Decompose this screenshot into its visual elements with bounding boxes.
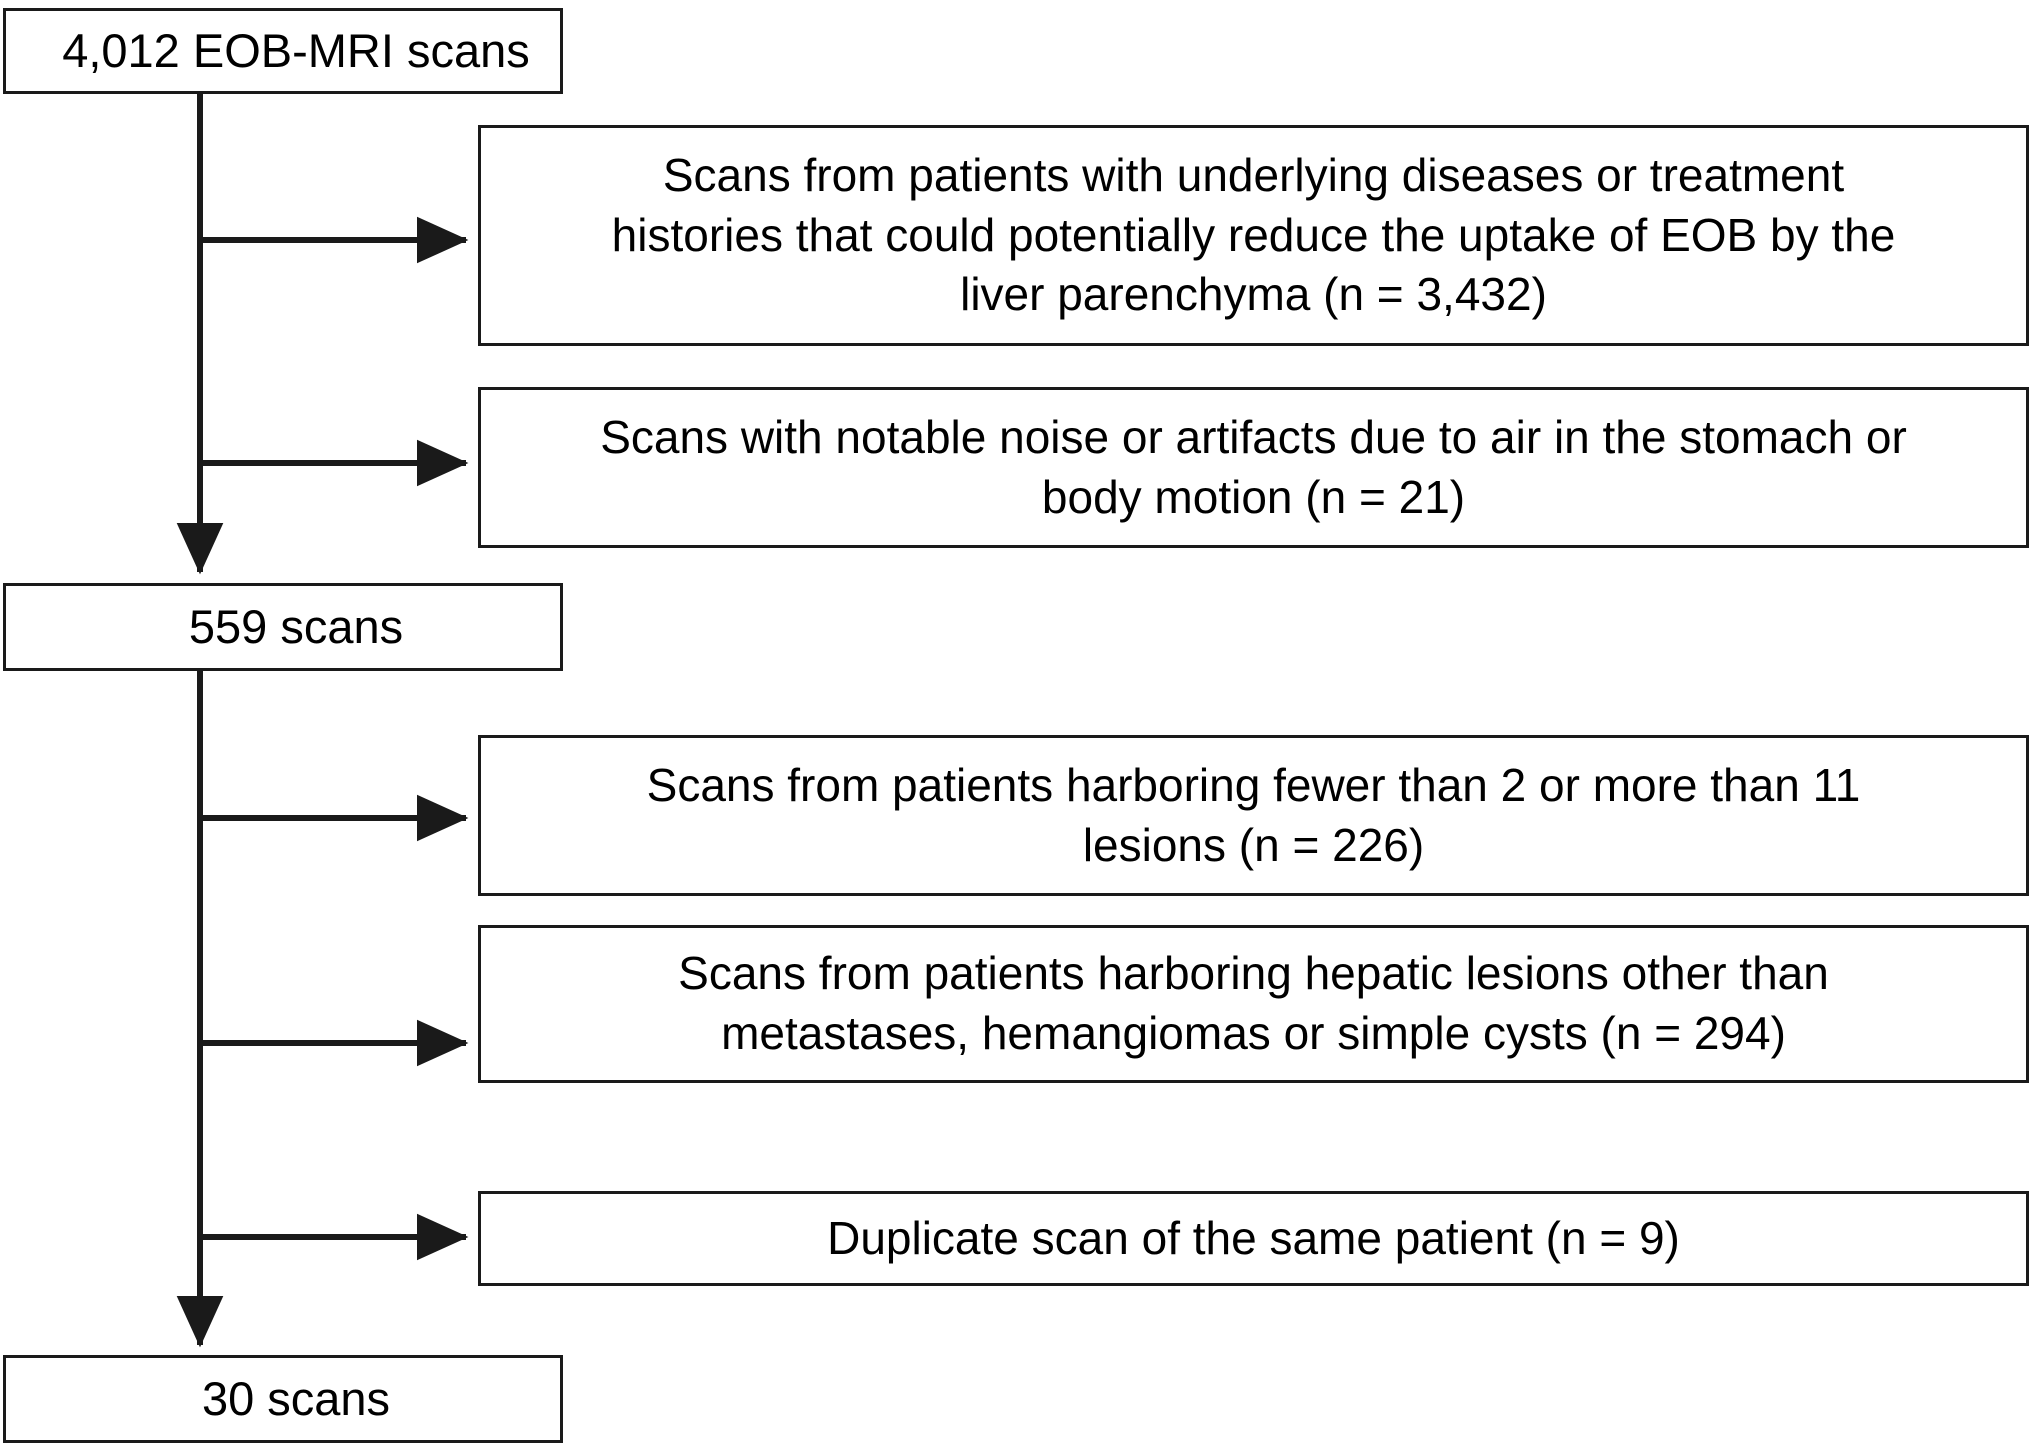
- node-exclusion-other-lesions-label: Scans from patients harboring hepatic le…: [678, 947, 1829, 1059]
- node-remaining-scans-label: 559 scans: [188, 600, 404, 654]
- node-total-scans-label: 4,012 EOB-MRI scans: [62, 24, 530, 78]
- node-final-scans: 30 scans: [3, 1355, 563, 1443]
- node-final-scans-label: 30 scans: [201, 1372, 391, 1426]
- node-exclusion-noise-artifacts-label: Scans with notable noise or artifacts du…: [600, 410, 1907, 523]
- node-exclusion-other-lesions: Scans from patients harboring hepatic le…: [478, 925, 2029, 1083]
- node-remaining-scans: 559 scans: [3, 583, 563, 671]
- node-exclusion-underlying-disease: Scans from patients with underlying dise…: [478, 125, 2029, 346]
- node-exclusion-lesion-count-label: Scans from patients harboring fewer than…: [646, 758, 1861, 871]
- node-exclusion-duplicate-scan: Duplicate scan of the same patient (n = …: [478, 1191, 2029, 1286]
- node-total-scans: 4,012 EOB-MRI scans: [3, 8, 563, 94]
- node-exclusion-duplicate-scan-label: Duplicate scan of the same patient (n = …: [827, 1211, 1680, 1264]
- node-exclusion-lesion-count: Scans from patients harboring fewer than…: [478, 735, 2029, 896]
- node-exclusion-noise-artifacts: Scans with notable noise or artifacts du…: [478, 387, 2029, 548]
- node-exclusion-underlying-disease-label: Scans from patients with underlying dise…: [611, 148, 1896, 321]
